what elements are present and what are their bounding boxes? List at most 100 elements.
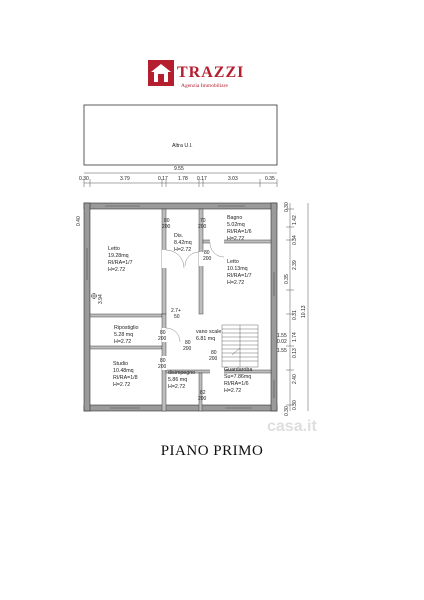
small-label-1: 50	[174, 314, 180, 320]
svg-text:disimpegno: disimpegno	[168, 370, 195, 376]
svg-text:80: 80	[160, 358, 166, 364]
svg-text:200: 200	[158, 336, 167, 342]
right-dim-seg-8: 2.40	[292, 374, 298, 384]
svg-text:Su=7.86mq: Su=7.86mq	[224, 374, 251, 380]
svg-text:Letto: Letto	[108, 246, 120, 252]
exterior-walls	[83, 202, 278, 412]
room-guardaroba: Guardaroba Su=7.86mq RI/RA=1/6 H=2.72	[224, 367, 252, 394]
top-dim-seg-6: 0.35	[265, 176, 275, 182]
svg-text:H=2.72: H=2.72	[108, 267, 125, 273]
right-dim-seg-5: 0.31	[292, 310, 298, 320]
svg-text:19.28mq: 19.28mq	[108, 253, 129, 259]
right-dim-extra-0: 1.55	[277, 333, 287, 339]
door-openings	[162, 239, 224, 374]
door-labels: 80 200 70 200 80 200 80 200 80 200 80 20…	[158, 218, 218, 402]
right-dim-seg-0: 0.30	[284, 202, 290, 212]
adjacent-unit-outline	[83, 104, 278, 166]
svg-text:200: 200	[183, 346, 192, 352]
room-letto-small: Letto 10.13mq RI/RA=1/7 H=2.72	[227, 259, 252, 286]
compass-icon	[91, 293, 97, 299]
svg-text:RI/RA=1/6: RI/RA=1/6	[227, 229, 252, 235]
right-total-dim: 10.13	[301, 305, 307, 318]
svg-text:RI/RA=1/7: RI/RA=1/7	[227, 273, 252, 279]
svg-text:5.02mq: 5.02mq	[227, 222, 245, 228]
small-label-0: 2.7+	[171, 308, 181, 314]
svg-text:H=2.72: H=2.72	[174, 247, 191, 253]
svg-text:H=2.72: H=2.72	[224, 388, 241, 394]
top-dim-seg-4: 0.17	[197, 176, 207, 182]
adjacent-unit-label: Altra U.I.	[172, 143, 193, 149]
agency-logo: TRAZZI Agenzia Immobiliare	[148, 60, 288, 100]
svg-text:70: 70	[200, 218, 206, 224]
svg-text:RI/RA=1/6: RI/RA=1/6	[224, 381, 249, 387]
svg-text:10.13mq: 10.13mq	[227, 266, 248, 272]
windows	[86, 205, 275, 409]
svg-text:200: 200	[198, 396, 207, 402]
bottom-right-dim: 0.30	[284, 406, 290, 416]
room-vano-scale: vano scale 6.81 mq	[196, 329, 221, 342]
right-dim-seg-6: 1.74	[292, 332, 298, 342]
watermark: casa.it	[267, 418, 317, 435]
svg-text:Studio: Studio	[113, 361, 128, 367]
svg-text:80: 80	[204, 250, 210, 256]
svg-text:200: 200	[209, 356, 218, 362]
svg-text:RI/RA=1/8: RI/RA=1/8	[113, 375, 138, 381]
top-dim-seg-2: 0.17	[158, 176, 168, 182]
top-dim-ticks	[83, 179, 278, 187]
top-dim-seg-5: 3.03	[228, 176, 238, 182]
svg-text:80: 80	[164, 218, 170, 224]
left-dim-0: 0.40	[76, 216, 82, 226]
svg-text:200: 200	[198, 224, 207, 230]
svg-text:Guardaroba: Guardaroba	[224, 367, 252, 373]
svg-text:80: 80	[211, 350, 217, 356]
svg-text:vano scale: vano scale	[196, 329, 221, 335]
right-dim-extra-2: 1.55	[277, 348, 287, 354]
svg-text:200: 200	[203, 256, 212, 262]
top-dim-seg-1: 3.79	[120, 176, 130, 182]
top-dim-seg-3: 1.78	[178, 176, 188, 182]
agency-name: TRAZZI	[177, 64, 245, 81]
room-ripostiglio: Ripostiglio 5.28 mq H=2.72	[114, 325, 138, 345]
svg-text:200: 200	[162, 224, 171, 230]
right-dim-seg-7: 0.13	[292, 348, 298, 358]
svg-text:H=2.72: H=2.72	[227, 280, 244, 286]
room-disimpegno: disimpegno 5.86 mq H=2.72	[168, 370, 195, 390]
right-dim-seg-2: 0.34	[292, 235, 298, 245]
room-studio: Studio 10.48mq RI/RA=1/8 H=2.72	[113, 361, 138, 388]
room-letto-large: Letto 19.28mq RI/RA=1/7 H=2.72	[108, 246, 133, 273]
left-dim-1: 3.94	[98, 294, 104, 304]
svg-text:Ripostiglio: Ripostiglio	[114, 325, 138, 331]
room-bagno: Bagno 5.02mq RI/RA=1/6 H=2.72	[227, 215, 252, 242]
svg-text:H=2.72: H=2.72	[114, 339, 131, 345]
svg-text:5.86 mq: 5.86 mq	[168, 377, 187, 383]
house-logo-icon	[148, 60, 174, 86]
svg-text:80: 80	[185, 340, 191, 346]
svg-text:H=2.72: H=2.72	[113, 382, 130, 388]
svg-text:10.48mq: 10.48mq	[113, 368, 134, 374]
svg-text:5.28 mq: 5.28 mq	[114, 332, 133, 338]
right-dim-seg-9: 0.30	[292, 400, 298, 410]
svg-text:6.81 mq: 6.81 mq	[196, 336, 215, 342]
right-dim-extra-1: 0.02	[277, 339, 287, 345]
door-swings	[165, 242, 225, 343]
svg-text:200: 200	[158, 364, 167, 370]
right-dim-seg-1: 1.42	[292, 215, 298, 225]
right-dim-ticks	[286, 208, 294, 406]
svg-text:RI/RA=1/7: RI/RA=1/7	[108, 260, 133, 266]
top-total-dim: 9.55	[174, 166, 184, 172]
svg-text:H=2.72: H=2.72	[227, 236, 244, 242]
svg-text:Bagno: Bagno	[227, 215, 242, 221]
svg-text:80: 80	[160, 330, 166, 336]
svg-text:Dis.: Dis.	[174, 233, 183, 239]
stairs	[221, 324, 259, 368]
agency-tagline: Agenzia Immobiliare	[181, 83, 228, 89]
top-dim-seg-0: 0.30	[79, 176, 89, 182]
svg-text:H=2.72: H=2.72	[168, 384, 185, 390]
svg-text:8.42mq: 8.42mq	[174, 240, 192, 246]
plan-title: PIANO PRIMO	[160, 443, 264, 459]
svg-text:Letto: Letto	[227, 259, 239, 265]
room-disimpegno-top: Dis. 8.42mq H=2.72	[174, 233, 192, 253]
svg-text:82: 82	[200, 390, 206, 396]
right-dim-seg-4: 0.35	[284, 274, 290, 284]
